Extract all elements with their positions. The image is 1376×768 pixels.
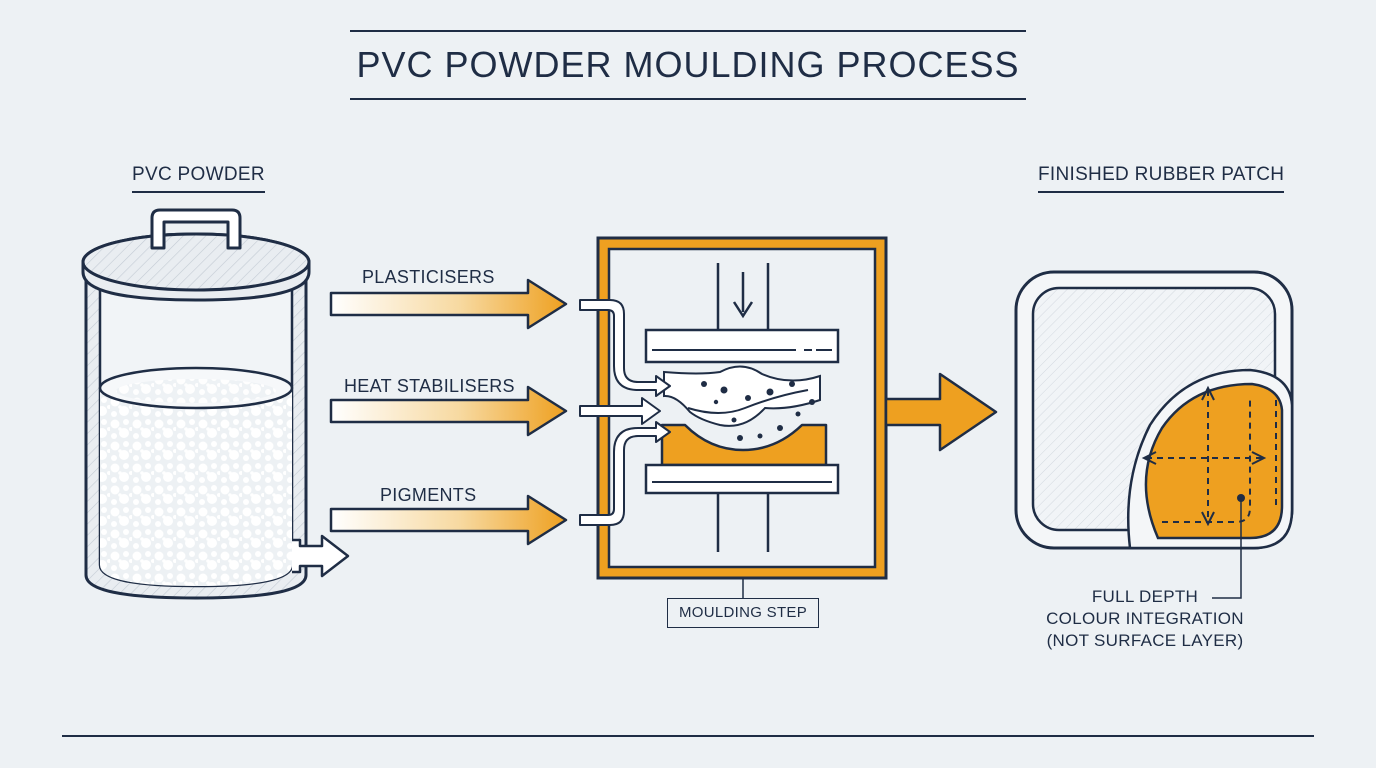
additive-arrows bbox=[329, 278, 568, 546]
note-line-1: FULL DEPTH bbox=[1091, 587, 1199, 606]
pvc-powder-container bbox=[81, 208, 350, 600]
finished-rubber-patch bbox=[1014, 270, 1294, 599]
pvc-powder-label: PVC POWDER bbox=[132, 164, 265, 193]
colour-integration-note: FULL DEPTH COLOUR INTEGRATION (NOT SURFA… bbox=[1030, 586, 1260, 652]
note-line-3: (NOT SURFACE LAYER) bbox=[1046, 631, 1244, 650]
diagram-title: PVC POWDER MOULDING PROCESS bbox=[350, 30, 1026, 100]
moulding-step-label: MOULDING STEP bbox=[667, 598, 819, 628]
additive-label-heat-stabilisers: HEAT STABILISERS bbox=[344, 376, 515, 396]
output-arrow bbox=[884, 372, 998, 452]
additive-label-pigments: PIGMENTS bbox=[380, 485, 477, 505]
additive-label-plasticisers: PLASTICISERS bbox=[362, 267, 495, 287]
moulding-step-box bbox=[579, 236, 888, 598]
note-line-2: COLOUR INTEGRATION bbox=[1046, 609, 1244, 628]
finished-patch-label: FINISHED RUBBER PATCH bbox=[1038, 164, 1285, 193]
